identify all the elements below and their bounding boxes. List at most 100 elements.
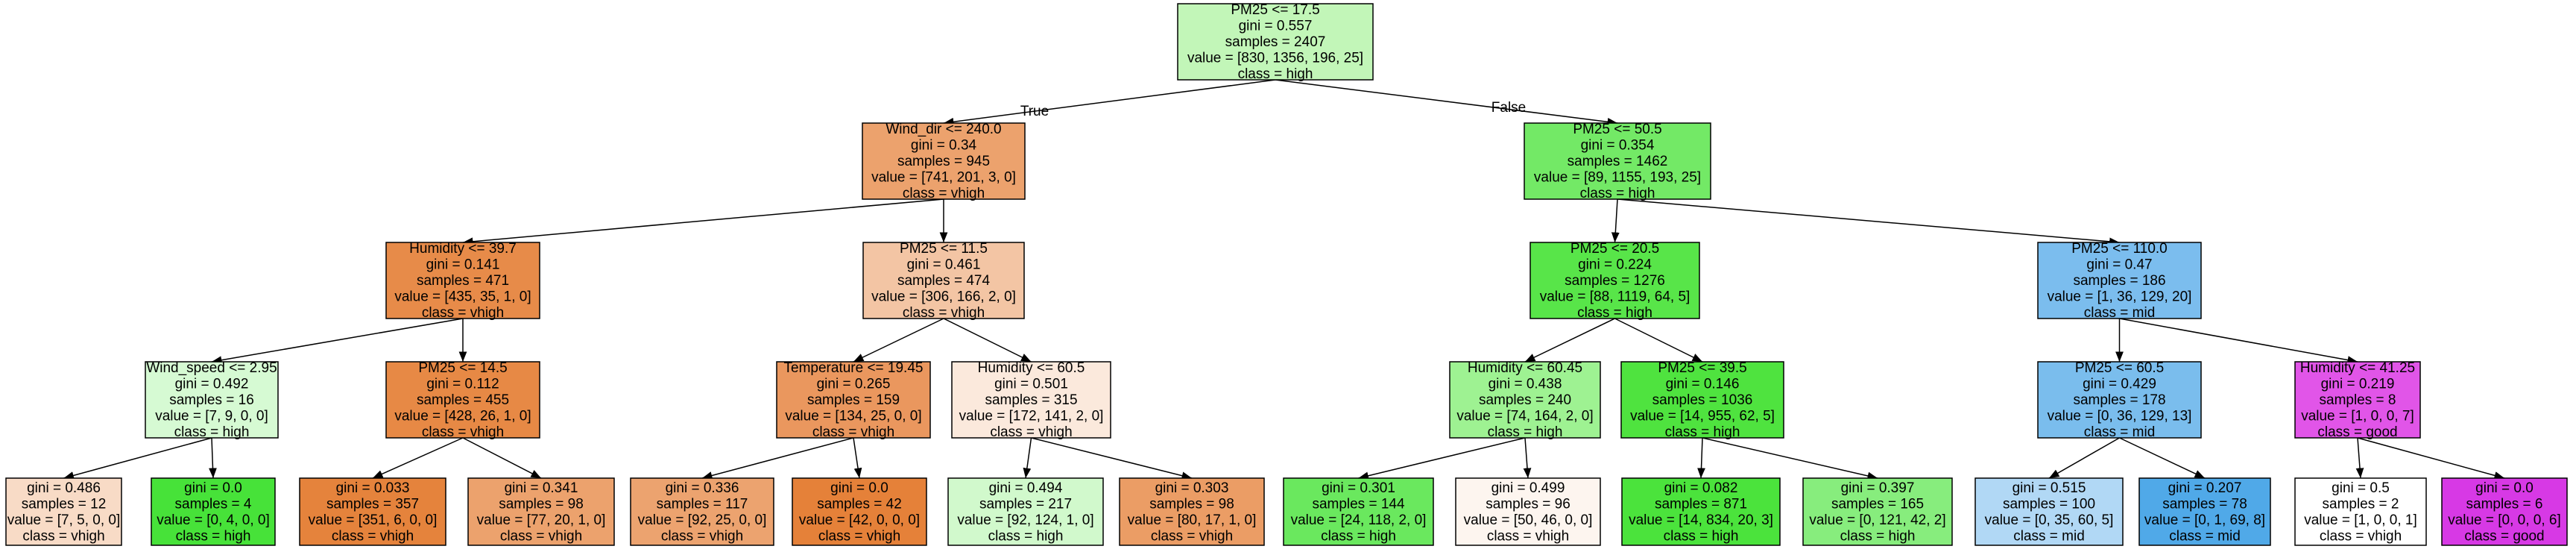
node-line: value = [0, 1, 69, 8] — [2144, 512, 2265, 528]
node-line: samples = 474 — [897, 273, 991, 289]
node-line: value = [428, 26, 1, 0] — [394, 409, 531, 424]
node-line: samples = 8 — [2320, 392, 2396, 408]
node-line: class = high — [176, 528, 251, 544]
node-line: samples = 2407 — [1225, 34, 1326, 50]
edge-9-19 — [701, 437, 854, 480]
node-line: value = [7, 5, 0, 0] — [7, 512, 121, 528]
node-box — [862, 242, 1025, 319]
node-line: class = high — [1321, 528, 1396, 544]
node-box — [385, 361, 540, 439]
edge-14-29 — [2355, 437, 2364, 479]
node-line: samples = 455 — [417, 392, 509, 408]
node-line: samples = 98 — [1149, 496, 1234, 512]
node-line: samples = 1462 — [1568, 154, 1668, 169]
node-line: value = [1, 36, 129, 20] — [2048, 289, 2192, 305]
node-line: class = vhigh — [422, 424, 504, 440]
node-line: gini = 0.219 — [2321, 377, 2395, 392]
node-line: samples = 16 — [169, 392, 254, 408]
edge-1-3 — [462, 198, 944, 246]
node-line: value = [1, 0, 0, 1] — [2304, 512, 2417, 528]
edge-7-15 — [63, 437, 212, 480]
node-line: samples = 315 — [985, 392, 1077, 408]
node-line: gini = 0.557 — [1239, 19, 1313, 34]
node-line: value = [0, 0, 0, 6] — [2448, 512, 2561, 528]
node-line: gini = 0.341 — [505, 480, 578, 496]
node-line: value = [0, 36, 129, 13] — [2048, 409, 2192, 424]
node-box — [1620, 361, 1784, 439]
node-line: samples = 117 — [657, 496, 748, 512]
node-line: PM25 <= 60.5 — [2075, 360, 2164, 376]
node-line: gini = 0.494 — [989, 480, 1063, 496]
node-line: gini = 0.224 — [1578, 257, 1652, 273]
edge-4-10 — [943, 318, 1032, 363]
node-line: value = [89, 1155, 193, 25] — [1534, 170, 1701, 186]
node-line: gini = 0.461 — [907, 257, 981, 273]
node-line: gini = 0.336 — [666, 480, 739, 496]
node-line: class = high — [1488, 424, 1563, 440]
node-line: samples = 871 — [1655, 496, 1747, 512]
edge-0-1 — [943, 79, 1276, 126]
node-line: PM25 <= 11.5 — [900, 241, 988, 257]
edge-8-18 — [462, 437, 542, 479]
node-line: samples = 240 — [1479, 392, 1571, 408]
node-line: value = [0, 35, 60, 5] — [1985, 512, 2114, 528]
node-line: class = mid — [2084, 305, 2156, 321]
node-box — [2294, 361, 2421, 439]
node-line: gini = 0.47 — [2086, 257, 2152, 273]
node-box — [776, 361, 931, 439]
node-line: value = [306, 166, 2, 0] — [871, 289, 1016, 305]
node-line: value = [92, 124, 1, 0] — [957, 512, 1093, 528]
node-line: class = vhigh — [990, 424, 1072, 440]
node-line: samples = 42 — [817, 496, 902, 512]
node-box — [299, 477, 446, 546]
node-box — [951, 361, 1111, 439]
node-line: class = vhigh — [812, 424, 894, 440]
node-box — [467, 477, 615, 546]
node-box — [5, 477, 122, 546]
node-line: samples = 178 — [2073, 392, 2165, 408]
node-box — [1524, 122, 1711, 200]
node-box — [947, 477, 1104, 546]
node-line: PM25 <= 50.5 — [1573, 122, 1661, 137]
node-line: class = vhigh — [1487, 528, 1569, 544]
node-line: class = high — [1665, 424, 1740, 440]
node-line: Humidity <= 60.5 — [978, 360, 1085, 376]
node-line: class = mid — [2013, 528, 2085, 544]
node-line: gini = 0.207 — [2168, 480, 2242, 496]
node-line: gini = 0.438 — [1489, 377, 1562, 392]
edge-label-false: False — [1491, 100, 1526, 116]
node-box — [1283, 477, 1434, 546]
node-box — [2037, 242, 2202, 319]
node-line: gini = 0.5 — [2332, 480, 2390, 496]
node-line: value = [134, 25, 0, 0] — [785, 409, 921, 424]
node-line: gini = 0.501 — [994, 377, 1068, 392]
edge-5-12 — [1614, 318, 1703, 363]
node-line: class = high — [174, 424, 250, 440]
node-line: samples = 100 — [2003, 496, 2095, 512]
edge-6-14 — [2119, 318, 2358, 364]
node-line: class = mid — [2169, 528, 2241, 544]
node-box — [630, 477, 774, 546]
node-line: PM25 <= 110.0 — [2071, 241, 2168, 257]
node-line: class = high — [1664, 528, 1739, 544]
node-box — [1974, 477, 2124, 546]
node-line: gini = 0.082 — [1664, 480, 1738, 496]
edge-2-5 — [1611, 198, 1620, 243]
edge-14-30 — [2357, 437, 2505, 480]
